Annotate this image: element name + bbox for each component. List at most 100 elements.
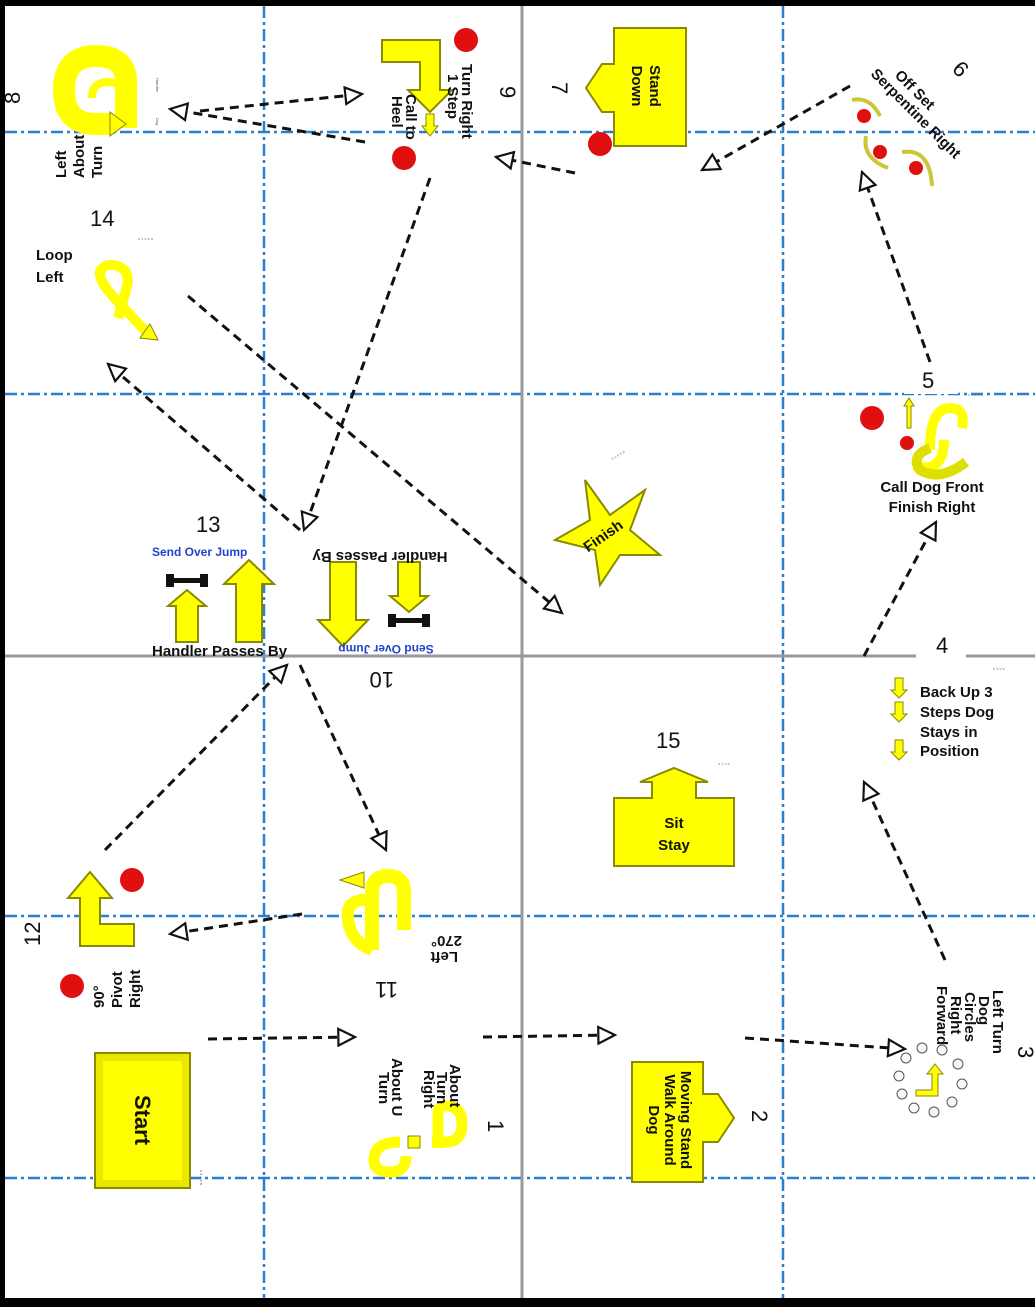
- s1-number: 1: [483, 1120, 508, 1132]
- s10-line2: Handler Passes By: [312, 548, 448, 565]
- send-over-jump-arrow-icon: [315, 561, 371, 648]
- station-1: About Turn Right About U Turn 1: [368, 1058, 508, 1178]
- pivot-right-icon: [65, 870, 135, 947]
- s3-line1: Left Turn: [989, 990, 1006, 1054]
- svg-text:s 1 c s a: s 1 c s a: [968, 392, 984, 397]
- station-7: Stand Down 7: [547, 27, 687, 156]
- station-9: Turn Right 1 Step Call to Heel 9: [381, 28, 520, 170]
- s12-line3: Right: [127, 970, 144, 1008]
- stop-icon: [454, 28, 478, 52]
- finish-star-icon: [552, 479, 663, 588]
- stop-icon: [120, 868, 144, 892]
- moving-stand-sign: [631, 1061, 736, 1183]
- s8-line1: Left: [53, 151, 70, 179]
- svg-text:s 1 c s a: s 1 c s a: [199, 1170, 204, 1186]
- s3-line4: Right: [947, 996, 964, 1034]
- left-turn-icon: [915, 1063, 945, 1097]
- s1-line3: Right: [420, 1070, 437, 1108]
- s9-line2: 1 Step: [444, 74, 461, 119]
- s2-line2: Walk Around: [661, 1074, 678, 1165]
- station-4: 4 Back Up 3 Steps Dog Stays in Position: [889, 630, 994, 761]
- stop-icon: [860, 406, 884, 430]
- s11-number: 11: [375, 977, 398, 1002]
- s8-line2: About: [71, 135, 88, 178]
- station-11: 270° Left 11: [338, 868, 462, 1002]
- stop-icon: [588, 132, 612, 156]
- s2-line1: Moving Stand: [677, 1071, 694, 1169]
- s3-line2: Dog: [975, 996, 992, 1025]
- station-8: Handler Dog Left About Turn 8: [0, 44, 160, 179]
- svg-text:s 1 c s a: s 1 c s a: [138, 236, 154, 241]
- s3-line5: Forward: [933, 986, 950, 1045]
- s15-line2: Stay: [658, 837, 690, 854]
- s14-line2: Left: [36, 269, 64, 286]
- s4-line1: Back Up 3: [920, 684, 993, 701]
- s8-number: 8: [0, 92, 25, 104]
- s7-number: 7: [547, 82, 572, 94]
- s5-line2: Finish Right: [889, 499, 976, 516]
- s4-line2: Steps Dog: [920, 704, 994, 721]
- about-turn-right-icon: [432, 1100, 468, 1148]
- s11-line2: Left: [431, 948, 459, 965]
- s12-number: 12: [20, 922, 45, 946]
- station-5: 5 Call Dog Front Finish Right: [860, 364, 984, 516]
- s4-line3: Stays in: [920, 724, 978, 741]
- grid-lines: [5, 6, 1035, 1298]
- serpentine-icon: [851, 97, 934, 187]
- s7-line1: Stand: [646, 65, 663, 107]
- stop-icon: [60, 974, 84, 998]
- s12-line1: 90°: [91, 985, 108, 1008]
- jump-bar-icon: [166, 574, 208, 587]
- jump-bar-icon: [388, 614, 430, 627]
- s9-line1: Turn Right: [458, 64, 475, 139]
- s8-side2: Dog: [155, 118, 160, 125]
- sit-stay-sign: [613, 766, 735, 867]
- about-u-turn-icon: [368, 1136, 412, 1178]
- s4-number: 4: [936, 633, 948, 658]
- s8-side1: Handler: [155, 78, 160, 93]
- s14-line1: Loop: [36, 247, 73, 264]
- station-10: Send Over Jump Handler Passes By 10: [312, 548, 448, 692]
- turn-right-icon: [381, 39, 455, 114]
- s7-line2: Down: [628, 66, 645, 107]
- station-2: Moving Stand Walk Around Dog 2: [631, 1061, 772, 1183]
- s3-line3: Circles: [961, 992, 978, 1042]
- station-3: Left Turn Dog Circles Right Forward 3: [893, 986, 1035, 1118]
- start-label: Start: [130, 1095, 155, 1146]
- station-12: 90° Pivot Right 12: [20, 868, 144, 1008]
- s13-line1: Send Over Jump: [152, 545, 247, 559]
- s9-line4: Heel: [388, 96, 405, 128]
- s13-line2: Handler Passes By: [152, 643, 288, 660]
- s1-line5: Turn: [375, 1072, 392, 1104]
- s14-number: 14: [90, 206, 114, 231]
- 270-left-icon: [365, 868, 411, 950]
- svg-text:s 1 c s: s 1 c s: [718, 761, 730, 766]
- back-up-arrows-icon: [889, 677, 909, 761]
- left-about-turn-icon: [52, 44, 137, 135]
- s5-number: 5: [922, 368, 934, 393]
- send-over-jump-arrow-icon: [221, 558, 277, 643]
- s2-line3: Dog: [645, 1105, 662, 1134]
- s9-number: 9: [495, 86, 520, 98]
- s8-line3: Turn: [89, 146, 106, 178]
- stop-icon: [392, 146, 416, 170]
- s12-line2: Pivot: [109, 971, 126, 1008]
- s10-number: 10: [370, 667, 394, 692]
- svg-text:s 1 c s: s 1 c s: [993, 666, 1005, 671]
- s10-line1: Send Over Jump: [338, 642, 433, 656]
- station-13: 13 Send Over Jump Handler Passes By: [152, 508, 288, 660]
- s9-line3: Call to: [402, 94, 419, 140]
- station-14: 14 Loop Left: [36, 202, 159, 341]
- station-15: 15 Sit Stay: [613, 722, 735, 867]
- course-path: [103, 84, 947, 1049]
- finish-sign: Finish: [552, 479, 663, 588]
- s1-line2: Turn: [433, 1072, 450, 1104]
- start-sign: Start s 1 c s a: [94, 1052, 204, 1189]
- s13-number: 13: [196, 512, 220, 537]
- s1-line1: About: [446, 1064, 463, 1107]
- s1-line4: About U: [388, 1058, 405, 1116]
- s3-number: 3: [1013, 1046, 1035, 1058]
- s5-line1: Call Dog Front: [880, 479, 983, 496]
- loop-left-icon: [94, 259, 152, 338]
